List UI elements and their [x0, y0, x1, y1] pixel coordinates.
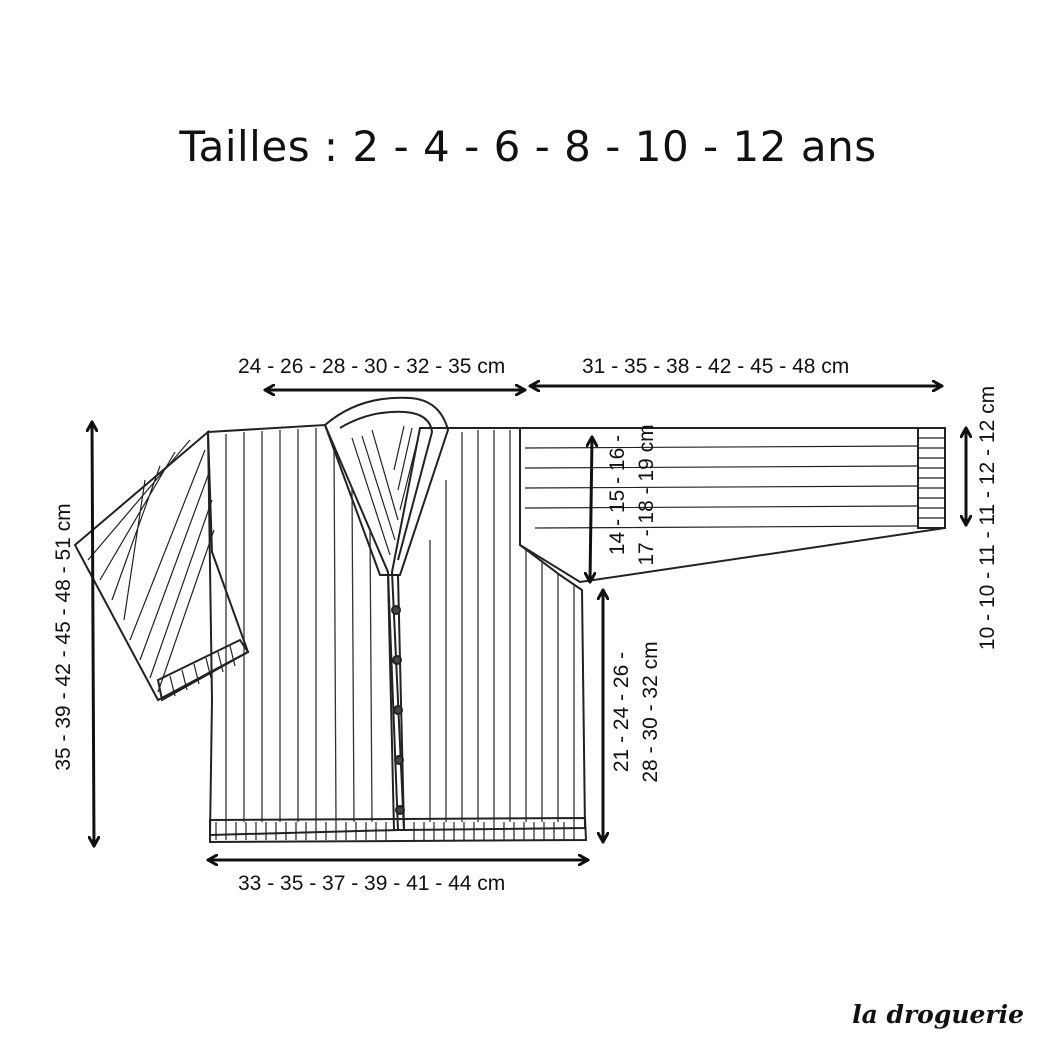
brand-logo: la droguerie	[852, 1000, 1024, 1029]
armhole-depth-line1: 14 - 15 - 16 -	[606, 434, 629, 556]
body-height-line2: 28 - 30 - 32 cm	[639, 641, 662, 783]
page-title: Tailles : 2 - 4 - 6 - 8 - 10 - 12 ans	[179, 122, 877, 171]
button-band	[386, 574, 406, 831]
armhole-depth-label: 14 - 15 - 16 - 17 - 18 - 19 cm	[603, 424, 661, 565]
bottom-band	[209, 816, 588, 844]
right-sleeve	[519, 427, 946, 584]
body-panel	[206, 423, 587, 837]
left-sleeve	[73, 429, 250, 702]
body-ribs	[225, 428, 575, 823]
total-height-label: 35 - 39 - 42 - 45 - 48 - 51 cm	[52, 503, 75, 771]
neck-width-label: 24 - 26 - 28 - 30 - 32 - 35 cm	[238, 355, 506, 378]
armhole-depth-arrow	[590, 435, 592, 584]
collar	[323, 396, 450, 576]
total-height-arrow	[92, 420, 94, 848]
body-height-label: 21 - 24 - 26 - 28 - 30 - 32 cm	[607, 641, 665, 782]
armhole-depth-line2: 17 - 18 - 19 cm	[635, 424, 658, 566]
dimension-arrows	[92, 386, 966, 860]
chest-width-label: 33 - 35 - 37 - 39 - 41 - 44 cm	[238, 872, 506, 895]
sleeve-length-label: 31 - 35 - 38 - 42 - 45 - 48 cm	[582, 355, 850, 378]
body-height-line1: 21 - 24 - 26 -	[610, 651, 633, 773]
cuff-width-label: 10 - 10 - 11 - 11 - 12 - 12 cm	[976, 385, 999, 651]
